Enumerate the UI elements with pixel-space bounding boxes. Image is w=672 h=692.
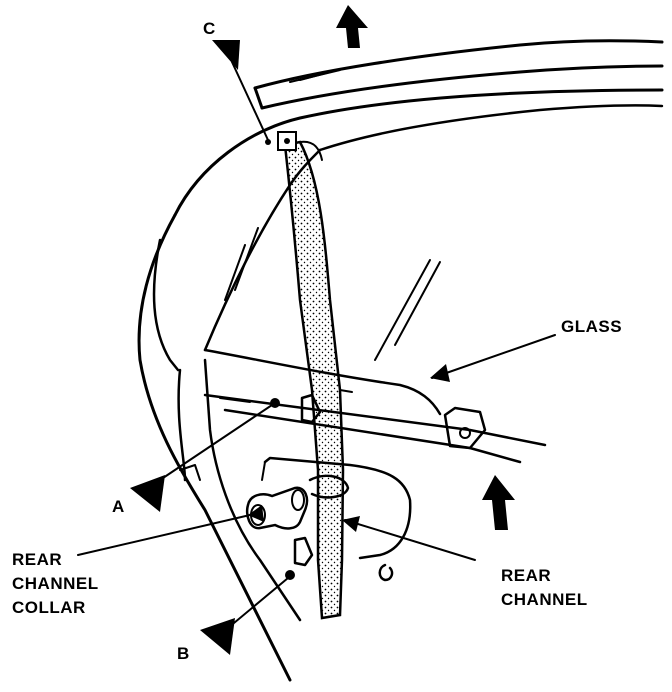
rear-channel-collar — [245, 486, 309, 530]
callout-b-triangle — [200, 618, 235, 655]
label-glass: GLASS — [561, 317, 623, 336]
label-b: B — [177, 644, 190, 663]
label-rear-channel-collar-line1: REAR — [12, 550, 63, 569]
label-rear-channel-collar-line2: CHANNEL — [12, 574, 99, 593]
label-rear-channel-line2: CHANNEL — [501, 590, 588, 609]
bolt-c — [265, 139, 271, 145]
collar-arrowhead — [248, 505, 264, 522]
rear-channel — [277, 131, 353, 620]
up-arrow-top — [336, 5, 368, 48]
glass-panel — [203, 69, 664, 416]
door-frame — [137, 39, 664, 682]
leader-lines — [77, 61, 556, 629]
channel-arrowhead — [342, 516, 360, 532]
label-a: A — [112, 497, 125, 516]
up-arrow-bottom — [482, 475, 515, 530]
glass-arrowhead — [430, 364, 450, 382]
glass-bracket — [443, 406, 487, 450]
label-rear-channel-line1: REAR — [501, 566, 552, 585]
belt-line-rails — [203, 393, 547, 464]
label-rear-channel-collar-line3: COLLAR — [12, 598, 86, 617]
callout-c-triangle — [212, 40, 240, 70]
lower-bracket — [261, 393, 412, 582]
label-c: C — [203, 19, 216, 38]
callout-a-triangle — [130, 475, 165, 512]
